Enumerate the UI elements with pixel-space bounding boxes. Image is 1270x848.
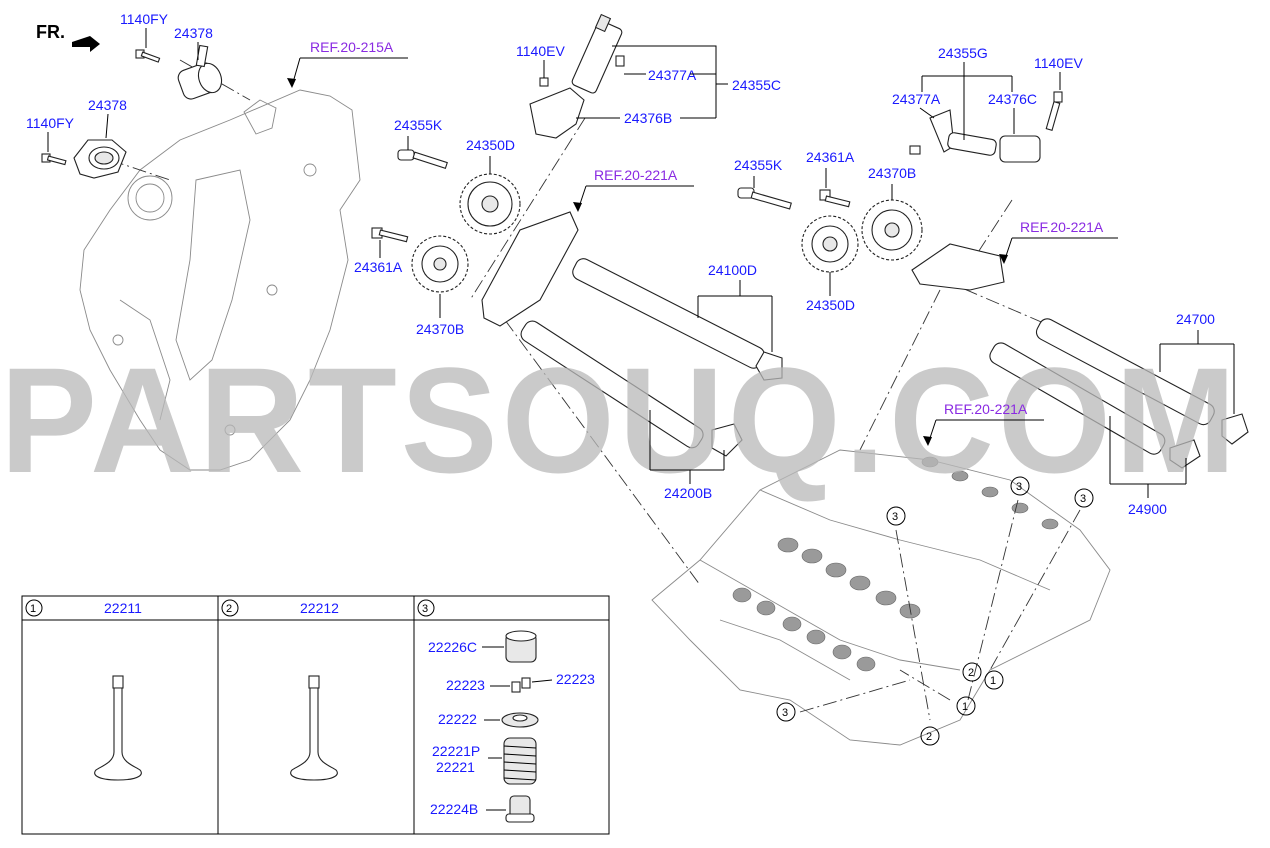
part-number-labels: 1140FY 24378 24378 1140FY 1140EV 24377A … — [26, 11, 1235, 517]
part-label-1140fy[interactable]: 1140FY — [26, 115, 75, 131]
table-item-label[interactable]: 22224B — [430, 801, 478, 817]
part-label-24361a[interactable]: 24361A — [806, 149, 855, 165]
stem-seal-drawing — [505, 795, 535, 823]
cylinder-head-outline — [651, 449, 1111, 746]
part-label-24377a[interactable]: 24377A — [892, 91, 941, 107]
camshaft-24200b — [520, 320, 743, 457]
callout-2: 2 — [926, 731, 932, 743]
callout-3: 3 — [892, 511, 898, 523]
table-item-label[interactable]: 22223 — [556, 671, 595, 687]
oil-jet-right — [737, 187, 792, 210]
callout-1: 1 — [962, 701, 968, 713]
exhaust-valve-drawing — [290, 675, 338, 781]
callout-3: 3 — [1080, 493, 1086, 505]
dash-dot-leaders — [109, 59, 1081, 721]
part-label-24370b[interactable]: 24370B — [416, 321, 464, 337]
callout-2: 2 — [968, 667, 974, 679]
oil-jet-left — [397, 149, 448, 170]
orientation-label: FR. — [36, 22, 65, 42]
part-label-24900[interactable]: 24900 — [1128, 501, 1167, 517]
reference-labels: REF.20-215A REF.20-221A REF.20-221A REF.… — [287, 39, 1118, 446]
reference-label[interactable]: REF.20-221A — [594, 167, 678, 183]
part-label-1140fy[interactable]: 1140FY — [120, 11, 169, 27]
table-col-index: 1 — [30, 603, 36, 615]
valve-detail-table: 1 22211 2 22212 3 22226C 22223 22223 — [21, 595, 610, 835]
part-label-24355c[interactable]: 24355C — [732, 77, 781, 93]
part-label-24355g[interactable]: 24355G — [938, 45, 988, 61]
bolt-1140ev-right — [1045, 91, 1063, 131]
timing-cover-outline — [79, 89, 361, 471]
valve-spring-drawing — [503, 737, 537, 785]
spring-seat-drawing — [501, 712, 539, 728]
callout-3: 3 — [1016, 481, 1022, 493]
oil-control-valve-left-assembly — [529, 13, 625, 139]
cvvt-sprocket-right — [801, 215, 859, 273]
table-col-index: 3 — [422, 603, 428, 615]
part-label-24378[interactable]: 24378 — [88, 97, 127, 113]
reference-label[interactable]: REF.20-221A — [1020, 219, 1104, 235]
valve-retainer-drawing — [505, 630, 537, 663]
part-label-24361a[interactable]: 24361A — [354, 259, 403, 275]
part-label-1140ev[interactable]: 1140EV — [516, 43, 565, 59]
cvvt-sprocket-left-upper — [459, 173, 521, 235]
part-label-24376b[interactable]: 24376B — [624, 110, 672, 126]
callout-1: 1 — [990, 675, 996, 687]
sprocket-left-lower — [411, 235, 469, 293]
part-label-24378[interactable]: 24378 — [174, 25, 213, 41]
part-label-24370b[interactable]: 24370B — [868, 165, 916, 181]
part-label-24200b[interactable]: 24200B — [664, 485, 712, 501]
oil-control-valve-top — [177, 44, 223, 100]
oil-control-valve-mid — [73, 139, 127, 179]
bolt-top-left — [135, 49, 161, 63]
table-col-part[interactable]: 22211 — [104, 600, 142, 616]
part-label-24377a[interactable]: 24377A — [648, 67, 697, 83]
oil-control-valve-right-assembly — [909, 109, 1041, 163]
reference-label[interactable]: REF.20-215A — [310, 39, 394, 55]
bolt-24361a-left — [371, 227, 409, 243]
part-label-24355k[interactable]: 24355K — [394, 117, 443, 133]
table-item-label[interactable]: 22221 — [436, 759, 475, 775]
camshaft-bracket-right — [911, 243, 1005, 291]
table-item-label[interactable]: 22223 — [446, 677, 485, 693]
part-label-24700[interactable]: 24700 — [1176, 311, 1215, 327]
intake-valve-drawing — [94, 675, 142, 781]
camshaft-24100d — [572, 258, 783, 381]
bolt-24361a-right — [819, 189, 851, 208]
part-label-24350d[interactable]: 24350D — [806, 297, 855, 313]
table-col-part[interactable]: 22212 — [300, 600, 339, 616]
front-arrow-icon — [72, 36, 100, 52]
callout-markers: 3 3 3 2 1 1 2 3 — [776, 476, 1094, 746]
part-label-24355k[interactable]: 24355K — [734, 157, 783, 173]
part-label-24100d[interactable]: 24100D — [708, 262, 757, 278]
part-label-1140ev[interactable]: 1140EV — [1034, 55, 1083, 71]
table-item-label[interactable]: 22226C — [428, 639, 477, 655]
table-item-label[interactable]: 22221P — [432, 743, 480, 759]
valve-cotter-drawing — [511, 677, 531, 693]
camshaft-24700 — [1035, 318, 1249, 445]
watermark-text: PARTSOUQ.COM — [0, 336, 1240, 504]
camshaft-24900 — [989, 342, 1201, 469]
part-label-24376c[interactable]: 24376C — [988, 91, 1037, 107]
camshaft-bracket-left — [481, 211, 579, 327]
table-col-index: 2 — [226, 603, 232, 615]
bolt-mid-left — [41, 153, 67, 166]
sprocket-right — [861, 199, 923, 261]
table-item-label[interactable]: 22222 — [438, 711, 477, 727]
reference-label[interactable]: REF.20-221A — [944, 401, 1028, 417]
part-label-24350d[interactable]: 24350D — [466, 137, 515, 153]
callout-3: 3 — [782, 707, 788, 719]
